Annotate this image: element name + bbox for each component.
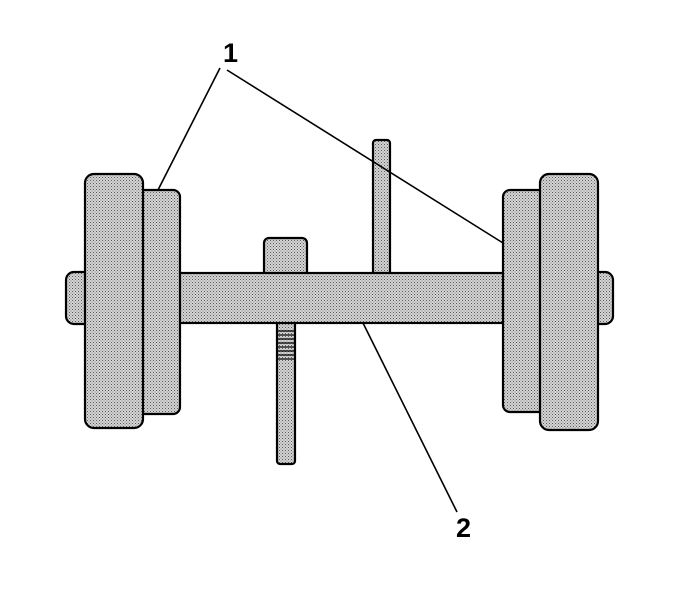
callout-2: 2 [456, 513, 471, 543]
right-outer-plate [538, 172, 600, 432]
callout-1: 1 [223, 38, 238, 68]
leader-line-1-left [157, 67, 221, 191]
leader-line-1-right [226, 69, 504, 244]
left-outer-plate [83, 172, 145, 430]
forcing-screw [275, 316, 297, 466]
vertical-rod [371, 138, 392, 282]
main-beam [168, 271, 516, 325]
leader-line-2 [362, 322, 458, 513]
screw-threads [277, 330, 295, 360]
